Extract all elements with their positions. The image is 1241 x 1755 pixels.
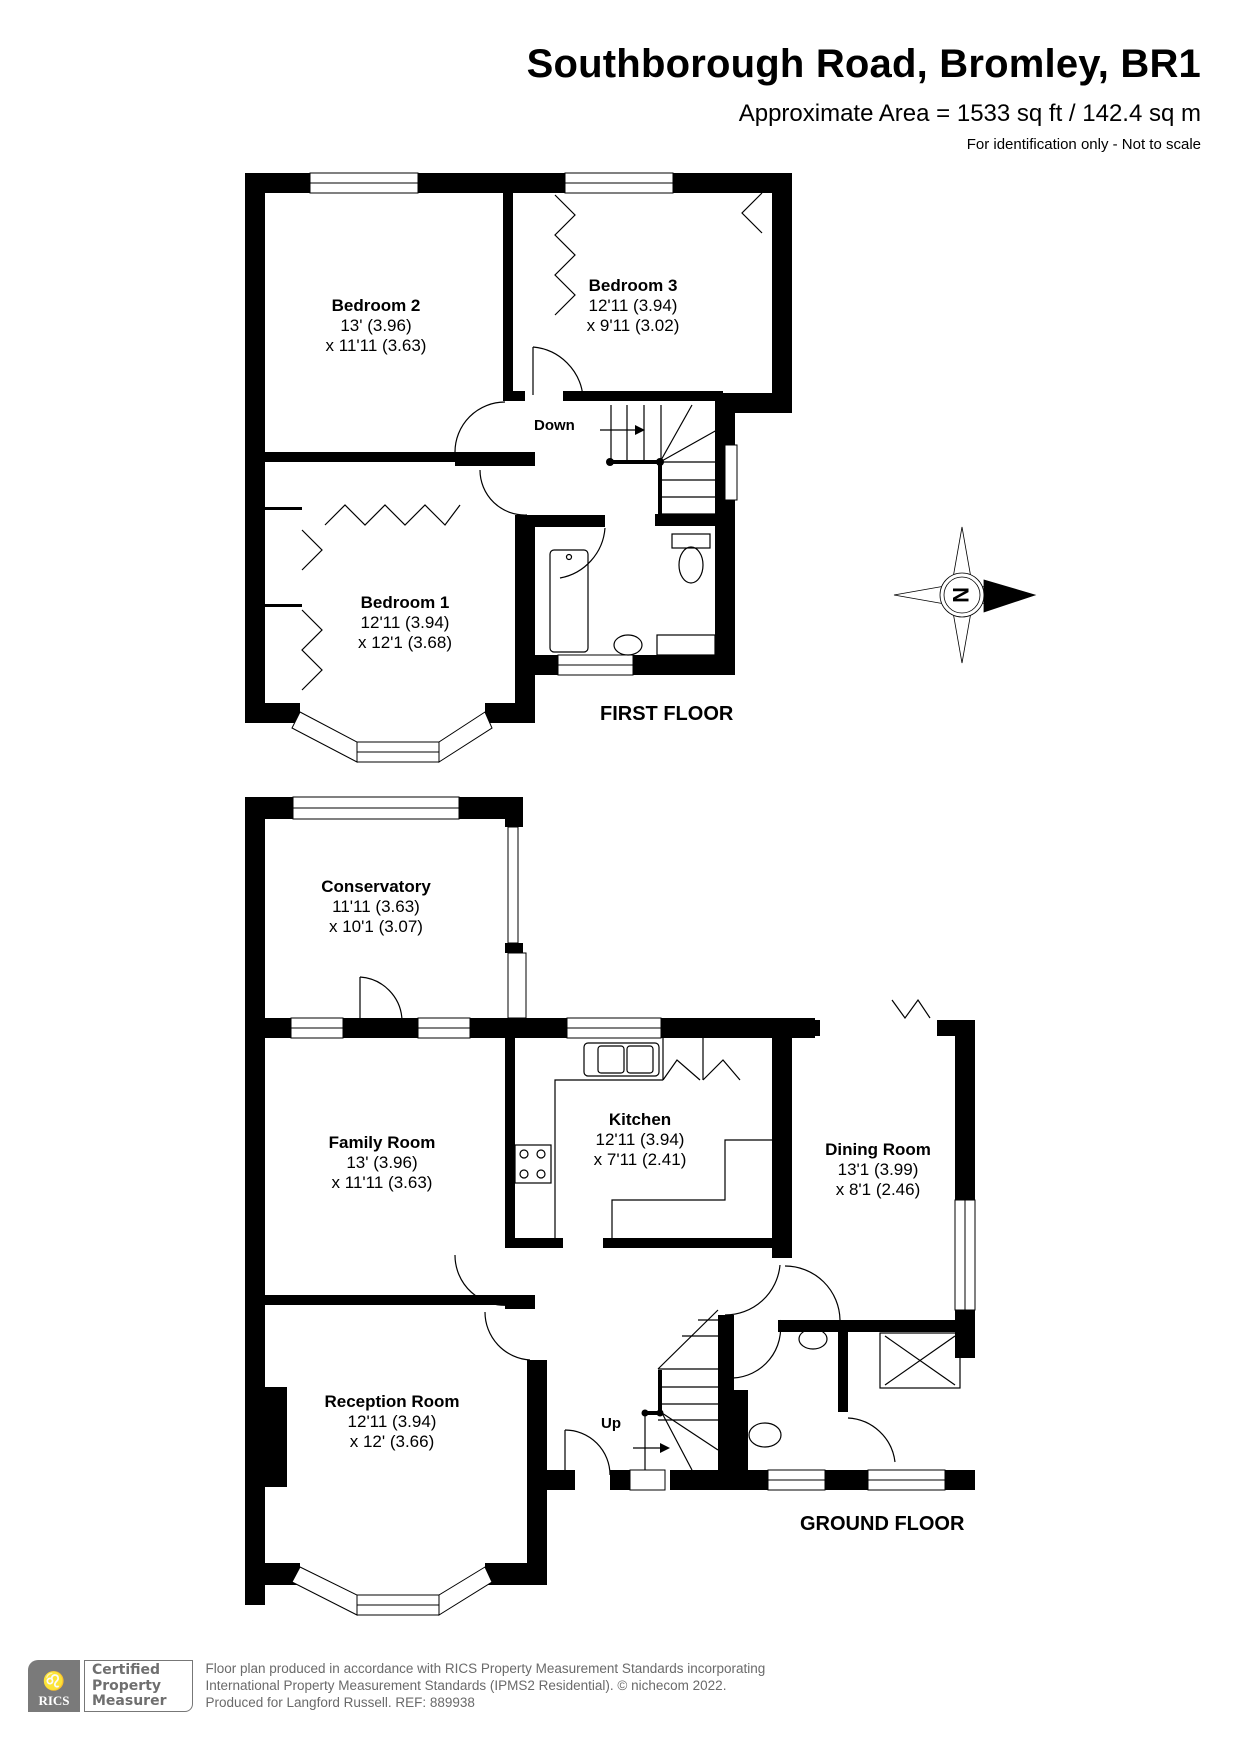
- ground-floor-windows: [290, 796, 976, 1616]
- room-dimension-2: x 8'1 (2.46): [835, 1180, 921, 1199]
- approximate-area: Approximate Area = 1533 sq ft / 142.4 sq…: [738, 100, 1201, 127]
- ground-floor-fixtures: [359, 976, 961, 1476]
- room-name: Bedroom 2: [331, 296, 421, 315]
- room-dimension-2: x 7'11 (2.41): [593, 1150, 687, 1169]
- room-bedroom-2: Bedroom 2 13' (3.96) x 11'11 (3.63): [326, 296, 427, 356]
- first-floor-walls: [245, 173, 792, 723]
- cert-line: Certified: [92, 1662, 161, 1678]
- first-floor-windows: [291, 172, 738, 763]
- room-dimension-1: 12'11 (3.94): [360, 613, 450, 632]
- stairs-down-label: Down: [534, 417, 575, 434]
- room-dimension-2: x 10'1 (3.07): [329, 917, 423, 936]
- scale-disclaimer: For identification only - Not to scale: [966, 136, 1201, 153]
- footer-line: Produced for Langford Russell. REF: 8899…: [205, 1695, 475, 1710]
- room-dimension-1: 12'11 (3.94): [347, 1412, 437, 1431]
- room-bedroom-3: Bedroom 3 12'11 (3.94) x 9'11 (3.02): [587, 276, 680, 336]
- room-dimension-1: 13' (3.96): [340, 316, 412, 335]
- room-dimension-2: x 9'11 (3.02): [586, 316, 680, 335]
- room-name: Reception Room: [324, 1392, 460, 1411]
- cert-line: Property: [92, 1677, 162, 1694]
- compass-rose-icon: [893, 526, 1037, 664]
- rics-logo: ♌ RICS: [28, 1660, 80, 1712]
- footer-disclaimer: Floor plan produced in accordance with R…: [205, 1660, 765, 1711]
- footer-line: Floor plan produced in accordance with R…: [205, 1661, 766, 1676]
- room-bedroom-1: Bedroom 1 12'11 (3.94) x 12'1 (3.68): [358, 593, 452, 653]
- room-reception-room: Reception Room 12'11 (3.94) x 12' (3.66): [324, 1392, 459, 1452]
- first-floor-stair-rail: [606, 425, 664, 515]
- room-dimension-1: 13' (3.96): [346, 1153, 418, 1172]
- room-name: Bedroom 3: [588, 276, 678, 295]
- room-kitchen: Kitchen 12'11 (3.94) x 7'11 (2.41): [594, 1110, 687, 1170]
- compass-north-letter: N: [948, 587, 973, 603]
- footer: ♌ RICS Certified Property Measurer Floor…: [28, 1660, 765, 1712]
- room-name: Family Room: [328, 1133, 436, 1152]
- first-floor-fixtures: [301, 192, 763, 691]
- room-name: Kitchen: [608, 1110, 672, 1129]
- stairs-up-label: Up: [601, 1415, 621, 1432]
- room-dimension-1: 12'11 (3.94): [595, 1130, 685, 1149]
- ground-floor-label: GROUND FLOOR: [800, 1513, 965, 1535]
- room-dimension-2: x 11'11 (3.63): [331, 1173, 433, 1192]
- room-name: Bedroom 1: [360, 593, 450, 612]
- room-name: Dining Room: [825, 1140, 931, 1159]
- room-family-room: Family Room 13' (3.96) x 11'11 (3.63): [329, 1133, 436, 1193]
- ground-floor-stair-rail: [641, 1370, 670, 1453]
- certified-property-measurer-badge: Certified Property Measurer: [84, 1660, 194, 1712]
- cert-line: Measurer: [92, 1693, 167, 1709]
- room-dimension-2: x 11'11 (3.63): [325, 336, 427, 355]
- room-dimension-1: 13'1 (3.99): [837, 1160, 919, 1179]
- room-name: Conservatory: [321, 877, 431, 896]
- footer-line: International Property Measurement Stand…: [205, 1678, 727, 1693]
- room-dining-room: Dining Room 13'1 (3.99) x 8'1 (2.46): [825, 1140, 931, 1200]
- room-dimension-2: x 12'1 (3.68): [358, 633, 452, 652]
- room-dimension-1: 11'11 (3.63): [332, 897, 420, 916]
- rics-lion-icon: ♌: [42, 1671, 66, 1691]
- first-floor-label: FIRST FLOOR: [600, 703, 734, 725]
- room-conservatory: Conservatory 11'11 (3.63) x 10'1 (3.07): [321, 877, 431, 937]
- rics-badge-text: RICS: [38, 1693, 70, 1708]
- room-dimension-1: 12'11 (3.94): [588, 296, 678, 315]
- room-dimension-2: x 12' (3.66): [349, 1432, 435, 1451]
- property-title: Southborough Road, Bromley, BR1: [526, 42, 1201, 86]
